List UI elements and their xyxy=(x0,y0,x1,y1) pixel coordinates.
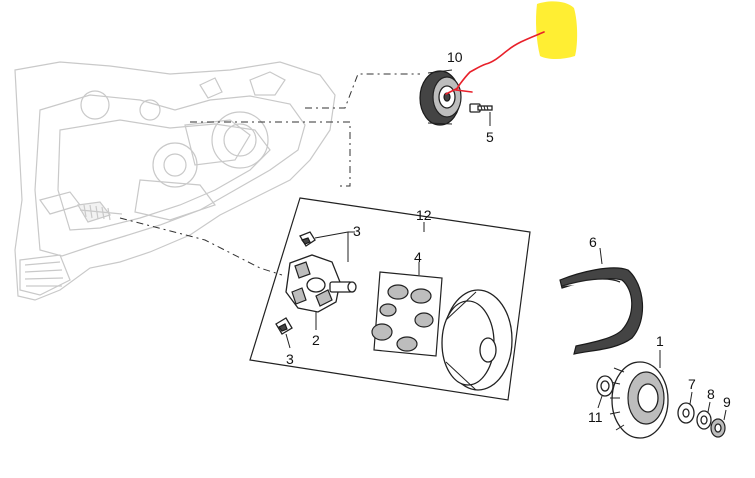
red-annotation-arrow xyxy=(445,31,545,95)
rollers-set xyxy=(371,262,443,357)
nut-9 xyxy=(710,409,727,438)
callout-11: 11 xyxy=(588,409,603,425)
callout-1: 1 xyxy=(656,333,664,349)
callout-3-top: 3 xyxy=(353,223,361,239)
callout-2: 2 xyxy=(312,332,320,348)
callout-5: 5 xyxy=(486,129,494,145)
drive-belt xyxy=(559,247,643,355)
callout-4: 4 xyxy=(414,249,422,265)
washer-7 xyxy=(677,391,695,424)
callout-6: 6 xyxy=(589,234,597,250)
washer-8 xyxy=(696,401,712,430)
ramp-plate xyxy=(285,254,357,330)
callout-10: 10 xyxy=(447,49,463,65)
callout-3-bottom: 3 xyxy=(286,351,294,367)
callout-7: 7 xyxy=(688,376,696,392)
sliders xyxy=(275,231,355,349)
variator-pulley xyxy=(441,289,513,391)
threaded-shaft-ghost xyxy=(79,204,123,221)
callout-9: 9 xyxy=(723,394,731,410)
cooling-fan xyxy=(609,350,669,439)
crankcase-cover-ghost xyxy=(14,61,336,301)
idler-pulley xyxy=(419,69,462,126)
screw xyxy=(469,103,493,126)
washer-11 xyxy=(596,375,614,409)
highlight-marker xyxy=(536,1,578,60)
variator-kit-frame xyxy=(249,197,531,401)
callout-8: 8 xyxy=(707,386,715,402)
callout-12: 12 xyxy=(416,207,432,223)
